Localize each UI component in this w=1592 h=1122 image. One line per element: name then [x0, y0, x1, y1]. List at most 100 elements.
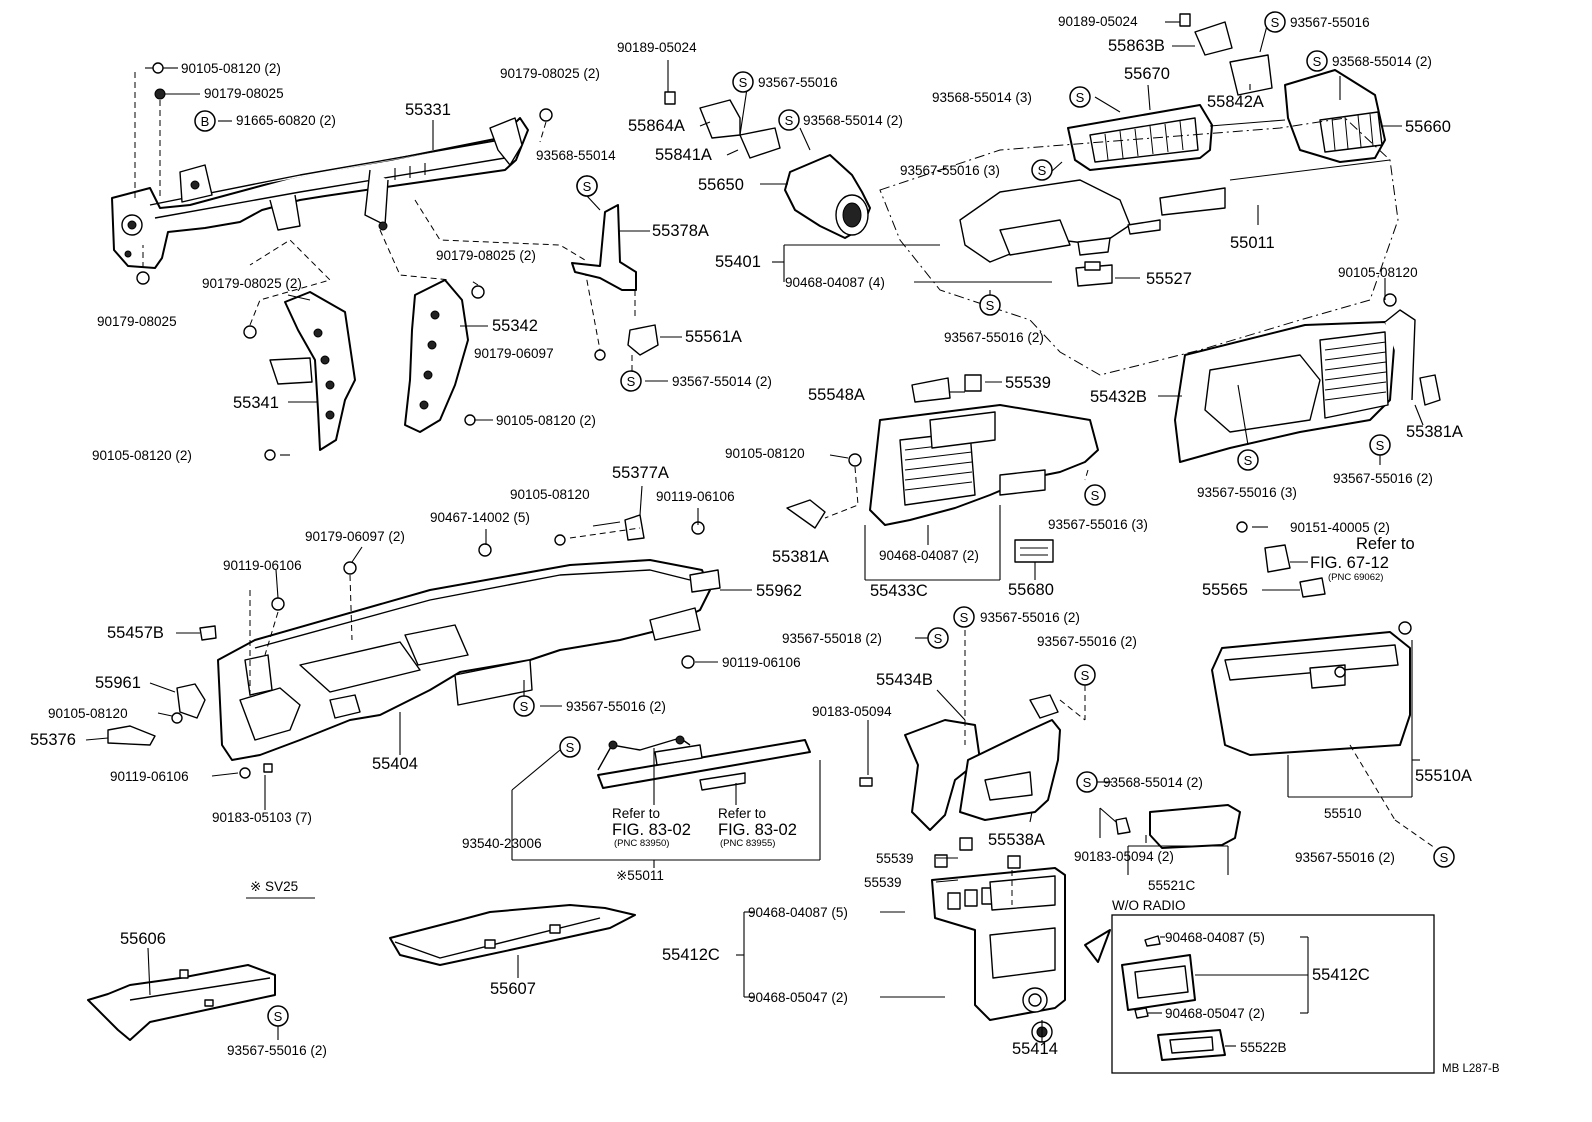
svg-text:S: S [1038, 163, 1047, 178]
refer-fig-83-02-a-pnc: (PNC 83950) [614, 838, 669, 849]
label-93568-55014-2: 93568-55014 (2) [1332, 54, 1432, 69]
part-55521C [1115, 804, 1241, 849]
label-90105-08120: 90105-08120 [1338, 265, 1418, 280]
symbol-s: S [267, 1005, 289, 1027]
label-55510A: 55510A [1415, 767, 1472, 785]
svg-text:S: S [520, 699, 529, 714]
label-93568-55014-2: 93568-55014 (2) [803, 113, 903, 128]
dash-pad-small-parts [107, 514, 721, 779]
label-93567-55016-2: 93567-55016 (2) [566, 699, 666, 714]
label-90189-05024: 90189-05024 [1058, 14, 1138, 29]
label-55331: 55331 [405, 101, 451, 119]
label-55011: 55011 [1230, 234, 1275, 252]
label-90119-06106: 90119-06106 [722, 655, 801, 670]
label-55341: 55341 [233, 394, 279, 412]
svg-text:S: S [934, 631, 943, 646]
label-55607: 55607 [490, 980, 536, 998]
label-93567-55016-2: 93567-55016 (2) [227, 1043, 327, 1058]
bezel-55412C [931, 837, 1066, 1043]
label-91665-60820-2: 91665-60820 (2) [236, 113, 336, 128]
label-90183-05103-7: 90183-05103 (7) [212, 810, 312, 825]
center-cluster-55434B [859, 694, 1061, 831]
label-90468-05047-2: 90468-05047 (2) [1165, 1006, 1265, 1021]
label-93567-55014-2: 93567-55014 (2) [672, 374, 772, 389]
part-55607 [389, 904, 636, 966]
glove-box-55510 [1211, 521, 1412, 756]
label-55841A: 55841A [655, 146, 712, 164]
label-90468-04087-5: 90468-04087 (5) [1165, 930, 1265, 945]
label-55539: 55539 [864, 875, 902, 890]
leader-lines [85, 21, 1436, 1047]
svg-text:S: S [1440, 850, 1449, 865]
fasteners-upper-left [136, 62, 606, 461]
bracket-55342 [404, 279, 469, 433]
label-55680: 55680 [1008, 581, 1054, 599]
label-90467-14002-5: 90467-14002 (5) [430, 510, 530, 525]
symbol-s: S [1433, 846, 1455, 868]
label-55381A: 55381A [1406, 423, 1463, 441]
svg-text:B: B [201, 114, 210, 129]
refer-fig-67-12-pnc: (PNC 69062) [1328, 572, 1383, 583]
vent-55660 [1284, 69, 1386, 163]
part-55606 [87, 964, 276, 1041]
svg-text:S: S [1313, 54, 1322, 69]
svg-text:S: S [739, 75, 748, 90]
label-93567-55016-3: 93567-55016 (3) [1048, 517, 1148, 532]
label-90105-08120-2: 90105-08120 (2) [181, 61, 281, 76]
label-90105-08120: 90105-08120 [48, 706, 128, 721]
label-55412C: 55412C [662, 946, 720, 964]
dash-pad-55401 [217, 559, 711, 761]
label-93567-55016-3: 93567-55016 (3) [1197, 485, 1297, 500]
svg-text:S: S [1244, 453, 1253, 468]
symbol-b: B [194, 110, 216, 132]
label-55378A: 55378A [652, 222, 709, 240]
label-55434B: 55434B [876, 671, 933, 689]
label-93567-55018-2: 93567-55018 (2) [782, 631, 882, 646]
label-55650: 55650 [698, 176, 744, 194]
symbol-s: S [1369, 434, 1391, 456]
bracket-55378A [571, 175, 659, 372]
symbol-s: S [778, 109, 800, 131]
label-55414: 55414 [1012, 1040, 1058, 1058]
symbol-s: S [1069, 86, 1091, 108]
part-labels: 90105-08120 (2) 90179-08025 91665-60820 … [30, 14, 1500, 1075]
label-90189-05024: 90189-05024 [617, 40, 697, 55]
label-55527: 55527 [1146, 270, 1192, 288]
figure-code: MB L287-B [1442, 1063, 1500, 1075]
label-55561A: 55561A [685, 328, 742, 346]
label-90468-05047-2: 90468-05047 (2) [748, 990, 848, 1005]
label-55401: 55401 [715, 253, 761, 271]
label-90179-08025-2: 90179-08025 (2) [436, 248, 536, 263]
symbol-s: S [979, 294, 1001, 316]
label-55842A: 55842A [1207, 93, 1264, 111]
label-55548A: 55548A [808, 386, 865, 404]
label-55538A: 55538A [988, 831, 1045, 849]
label-55565: 55565 [1202, 581, 1248, 599]
label-90105-08120-2: 90105-08120 (2) [92, 448, 192, 463]
svg-text:S: S [583, 179, 592, 194]
label-90105-08120-2: 90105-08120 (2) [496, 413, 596, 428]
label-55539: 55539 [876, 851, 914, 866]
lower-panel-55433C [786, 374, 1099, 563]
reinforcement-55331 [111, 117, 529, 269]
label-93540-23006: 93540-23006 [462, 836, 542, 851]
refer-fig-83-02-a-line2: FIG. 83-02 [612, 821, 691, 839]
svg-text:S: S [274, 1009, 283, 1024]
label-90105-08120: 90105-08120 [725, 446, 805, 461]
label-55433C: 55433C [870, 582, 928, 600]
label-55961: 55961 [95, 674, 141, 692]
label-55660: 55660 [1405, 118, 1451, 136]
switch-panel-x55011 [597, 735, 811, 791]
wo-radio-box [1084, 914, 1435, 1074]
symbol-s: S [927, 627, 949, 649]
svg-text:S: S [960, 610, 969, 625]
symbol-s: S [620, 370, 642, 392]
refer-fig-83-02-a-line1: Refer to [612, 806, 660, 821]
label-93567-55016-2: 93567-55016 (2) [1333, 471, 1433, 486]
refer-fig-83-02-b-pnc: (PNC 83955) [720, 838, 775, 849]
svg-text:S: S [1076, 90, 1085, 105]
label-55457B: 55457B [107, 624, 164, 642]
glove-door-55432B [1174, 293, 1441, 463]
label-55864A: 55864A [628, 117, 685, 135]
